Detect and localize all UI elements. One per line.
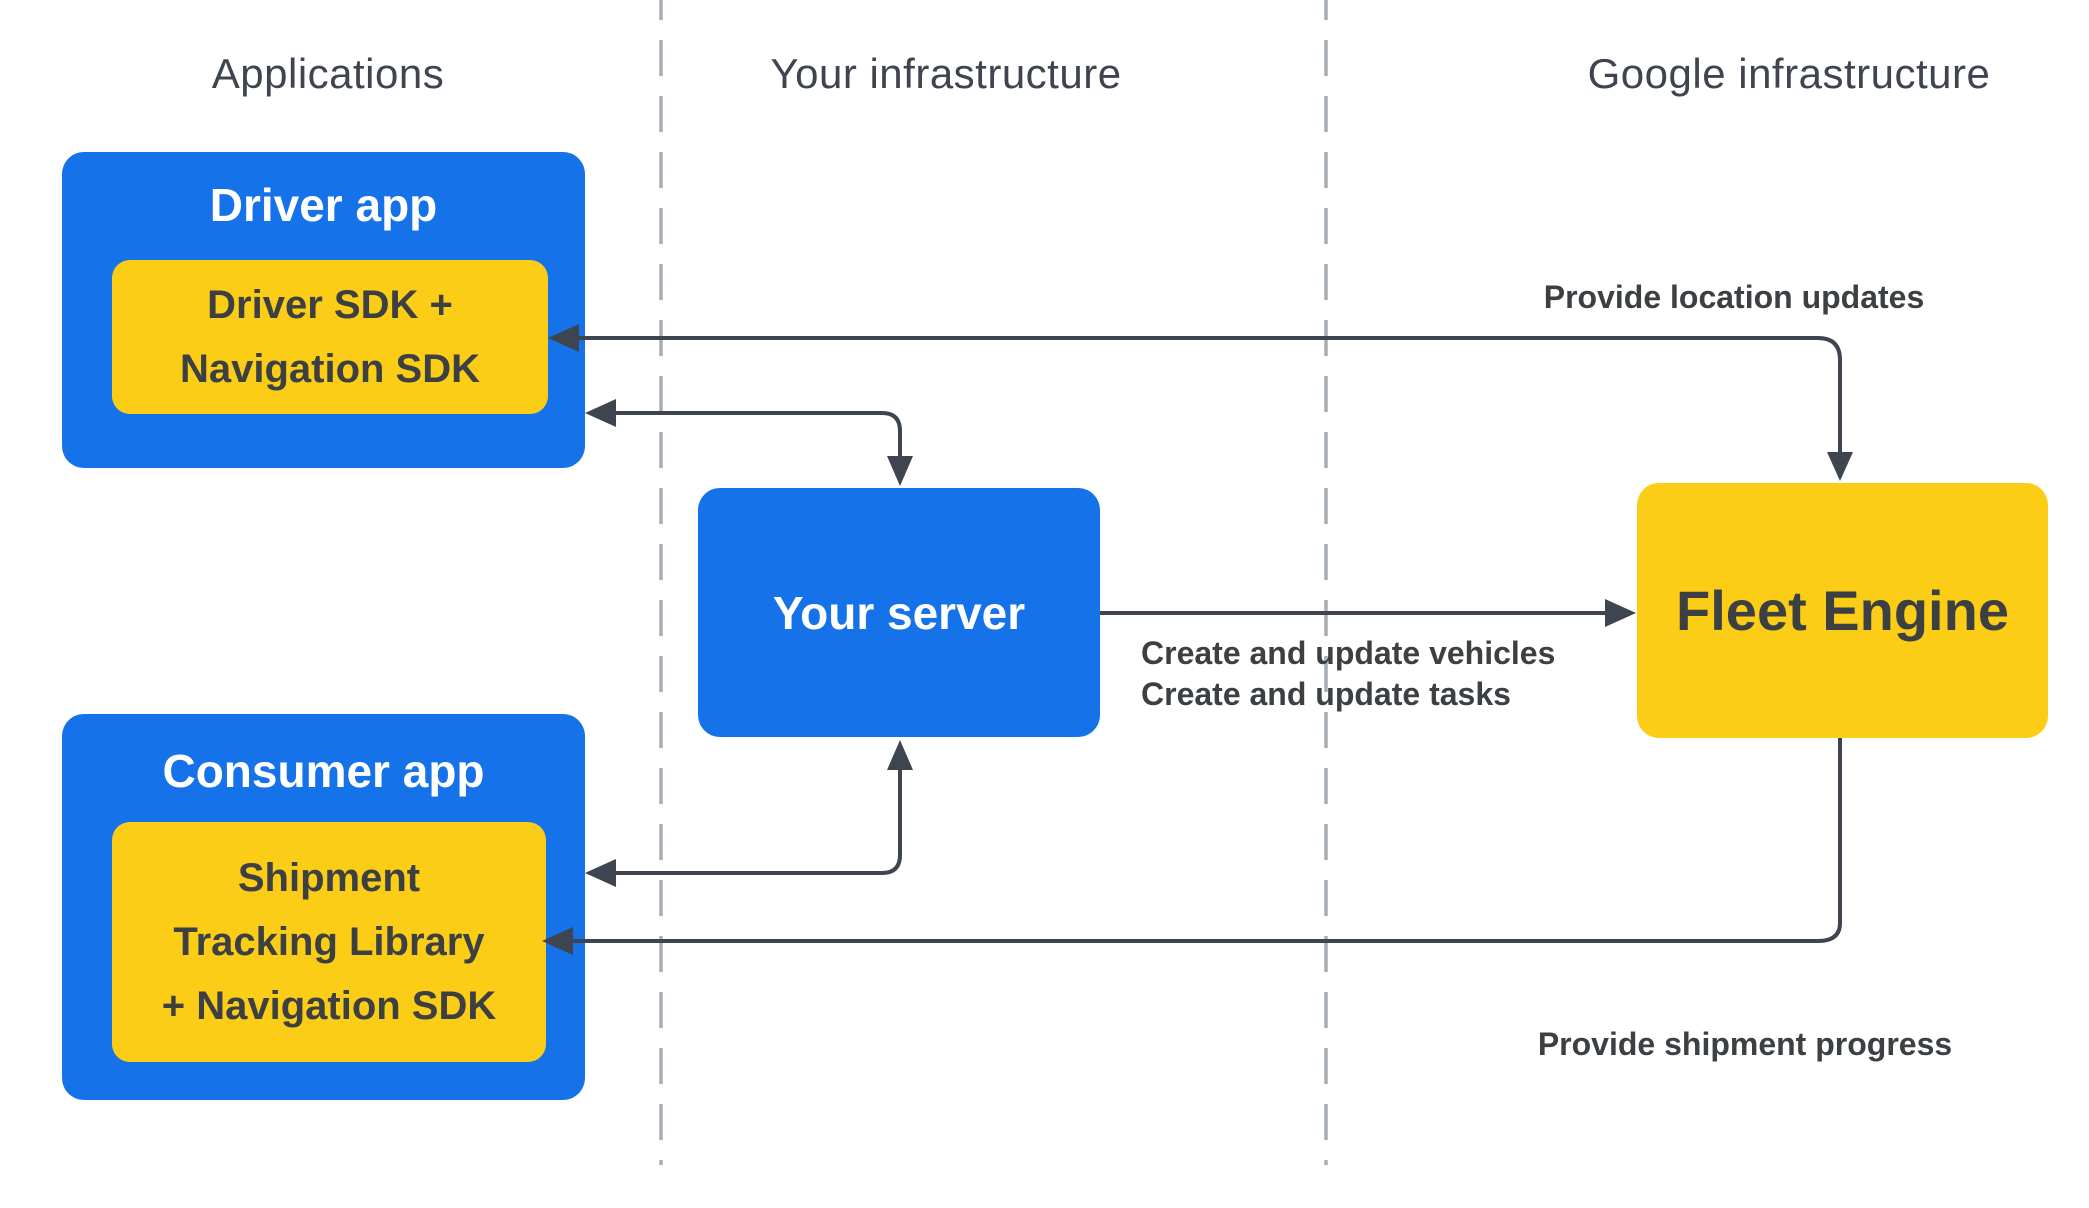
column-header-applications: Applications: [211, 50, 445, 97]
driver-app-title: Driver app: [209, 179, 438, 231]
shipment-tracking-label-line3: + Navigation SDK: [161, 984, 497, 1028]
edge-location-updates-arrowhead-fleet-engine: [1827, 452, 1853, 481]
column-header-google-infrastructure: Google infrastructure: [1587, 50, 1991, 97]
shipment-tracking-library-box: Shipment Tracking Library + Navigation S…: [112, 822, 546, 1062]
your-server-title: Your server: [772, 586, 1026, 639]
edge-location-updates-line: [578, 336, 1842, 452]
your-server-box: Your server: [698, 488, 1100, 737]
driver-sdk-label-line2: Navigation SDK: [179, 347, 481, 391]
edge-shipment-progress-line: [572, 738, 1842, 943]
consumer-app-box: Consumer app Shipment Tracking Library +…: [62, 714, 585, 1100]
edge-consumer-server-line: [615, 770, 902, 875]
driver-app-box: Driver app Driver SDK + Navigation SDK: [62, 152, 585, 468]
fleet-engine-box: Fleet Engine: [1637, 483, 2048, 738]
edge-label-create-update-tasks: Create and update tasks: [1141, 676, 1511, 712]
consumer-app-title: Consumer app: [162, 745, 485, 797]
driver-sdk-label-line1: Driver SDK +: [207, 283, 453, 327]
edge-label-provide-shipment-progress: Provide shipment progress: [1537, 1026, 1953, 1062]
fleet-engine-title: Fleet Engine: [1676, 579, 2009, 642]
edge-label-create-update: Create and update vehicles Create and up…: [1141, 633, 1555, 715]
shipment-tracking-label-line1: Shipment: [237, 856, 421, 900]
edge-create-update-arrowhead-fleet-engine: [1605, 599, 1636, 627]
edge-label-provide-location-updates: Provide location updates: [1543, 279, 1925, 315]
edge-driver-server-line: [615, 411, 902, 456]
driver-sdk-box: Driver SDK + Navigation SDK: [112, 260, 548, 414]
edge-consumer-server-arrowhead-consumer-app: [585, 859, 616, 887]
shipment-tracking-label-line2: Tracking Library: [173, 920, 485, 964]
edge-driver-server-arrowhead-driver-app: [585, 399, 616, 427]
edge-label-create-update-vehicles: Create and update vehicles: [1141, 635, 1556, 671]
edge-consumer-server-arrowhead-server: [887, 740, 913, 770]
column-header-your-infrastructure: Your infrastructure: [770, 50, 1122, 97]
edge-driver-server-arrowhead-server: [887, 456, 913, 486]
